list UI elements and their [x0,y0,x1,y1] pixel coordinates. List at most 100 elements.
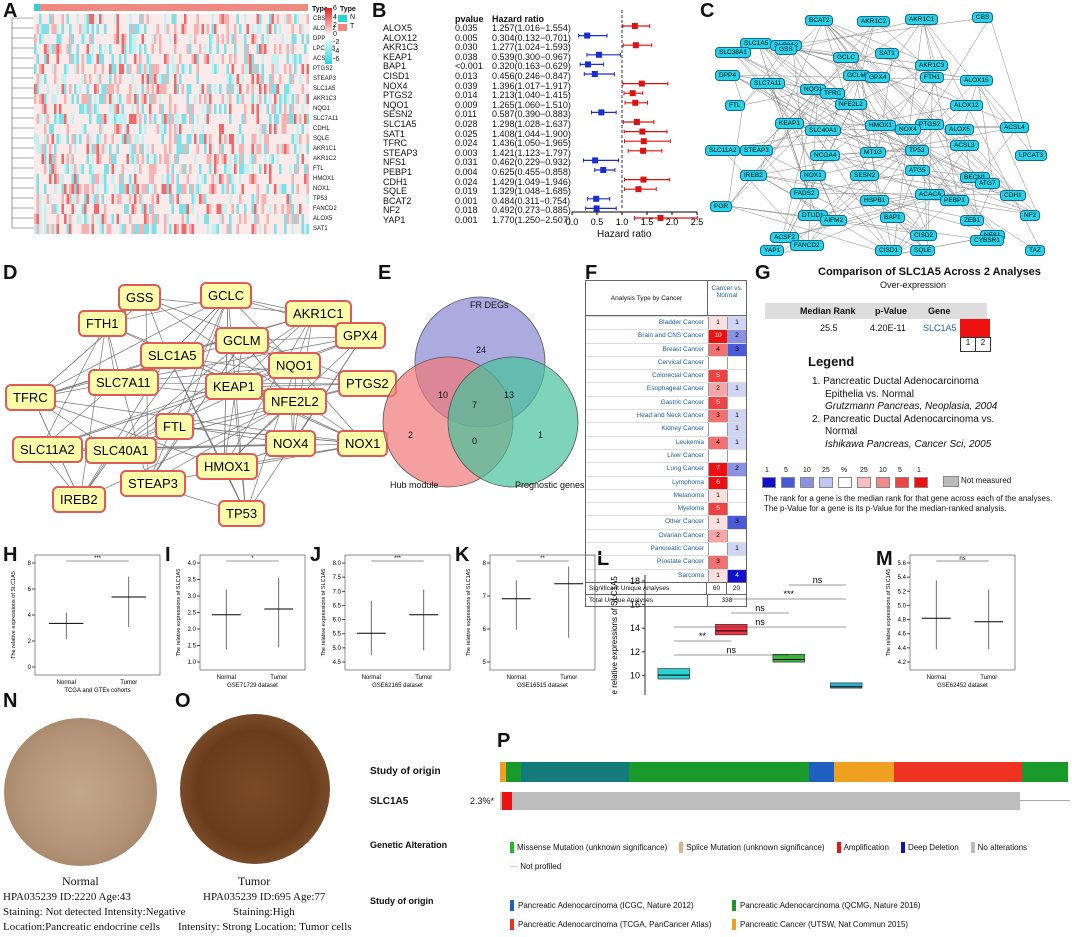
oncomine-cancer[interactable]: Prostate Cancer [657,558,704,566]
ppi-node: FANCD2 [790,240,824,251]
oncomine-cancer[interactable]: Colorectal Cancer [651,372,704,380]
ihc-tumor-title: Tumor [238,874,271,888]
heatmap-gene-label: SAT1 [313,226,328,232]
oncomine-cancer[interactable]: Myeloma [677,505,704,513]
forest-pvalue: 0.038 [455,51,478,62]
oncomine-cancer[interactable]: Pancreatic Cancer [650,545,704,553]
panel-label-k: K [455,544,470,566]
oncomine-up: 5 [708,396,727,410]
ppi-node: ACSL3 [950,140,979,151]
oncomine-row: Cervical Cancer [586,355,746,370]
oncomine-cancer[interactable]: Sarcoma [677,571,704,579]
study-tcga-swatch [510,919,514,930]
l-box [657,668,690,680]
ihc-normal-line2: Staining: Not detected Intensity:Negativ… [3,906,186,918]
oncomine-cancer[interactable]: Head and Neck Cancer [636,412,704,420]
oncomine-cancer[interactable]: Brain and CNS Cancer [637,332,704,340]
comparison-subtitle: Over-expression [880,280,947,290]
forest-pvalue: <0.001 [455,61,483,72]
box-sig: *** [94,556,102,562]
ppi-node: ACSL4 [1000,122,1029,133]
ppi-node: HMOX1 [865,120,897,131]
hub-node: HMOX1 [196,453,259,480]
oncomine-cancer[interactable]: Bladder Cancer [658,319,704,326]
oncomine-up: 4 [708,436,727,449]
heatmap-gene-label: AKR1C1 [313,146,337,152]
forest-hr: 1.213(1.040−1.415) [492,90,571,101]
scale-label: 1 [917,467,921,474]
oncomine-cancer[interactable]: Melanoma [673,491,704,499]
forest-hr: 1.277(1.024−1.593) [492,42,571,53]
scale-swatch [857,477,871,488]
oncomine-down: 1 [727,410,746,423]
oncomine-cancer[interactable]: Esophageal Cancer [646,385,704,393]
legend-splice-swatch [679,842,684,853]
forest-gene: PTGS2 [383,90,413,101]
forest-hr: 1.298(1.028−1.637) [492,118,571,129]
oncomine-cancer[interactable]: Cervical Cancer [657,358,704,366]
ppi-node: ATG7 [975,178,1000,189]
l-sig: ns [726,645,736,655]
oncomine-cancer[interactable]: Kidney Cancer [661,425,704,433]
ppi-node: CYBSR1 [970,235,1005,246]
forest-pvalue: 0.030 [455,42,478,53]
ppi-node: DPP4 [715,70,740,81]
l-ylabel: The relative expressions of SLC1A5 [610,576,619,695]
venn-label-prognostic: Prognostic genes [515,480,585,490]
oncomine-down: 1 [727,543,746,556]
oncomine-up: 5 [708,370,727,383]
forest-pvalue: 0.024 [455,176,478,187]
oncoprint-not-profiled: — Not profiled [510,862,562,871]
heatmap-gene-label: TP53 [313,196,328,202]
box-ytick: 4.4 [898,646,907,652]
l-sig: ns [755,617,765,627]
ihc-normal-title: Normal [62,874,99,888]
oncomine-cancer[interactable]: Ovarian Cancer [658,531,704,539]
l-box [772,653,805,663]
oncomine-sig-up: 60 [706,582,726,594]
oncomine-down: 3 [727,516,746,529]
venn-n-fr-hub: 10 [438,390,449,400]
track-utsw-b [834,762,894,782]
oncomine-sig-label: Significant Unique Analyses [589,584,670,592]
forest-xtick: 2.5 [691,217,704,227]
forest-hr: 1.429(1.049−1.946) [492,176,571,187]
oncomine-cancer[interactable]: Lymphoma [672,478,704,486]
box-ytick: 4.8 [898,618,907,624]
forest-gene: SLC1A5 [383,118,417,129]
comparison-gene-link[interactable]: SLC1A5 [923,323,957,333]
oncomine-up: 1 [708,569,727,582]
oncomine-cancer[interactable]: Breast Cancer [662,345,704,353]
study-tcga: Pancreatic Adenocarcinoma (TCGA, PanCanc… [518,920,712,929]
forest-hr: 0.539(0.300−0.967) [492,51,571,62]
forest-xtick: 0.5 [591,217,604,227]
ppi-node: NFE2L2 [835,99,867,110]
legend-missense-swatch [510,842,514,853]
oncomine-cancer[interactable]: Gastric Cancer [660,398,704,406]
forest-point [629,90,636,97]
ppi-node: ALOX5 [945,124,974,135]
oncomine-cancer[interactable]: Lung Cancer [666,465,704,473]
oncomine-cancer[interactable]: Leukemia [675,438,704,446]
oncomine-cancer[interactable]: Other Cancer [664,518,704,526]
oncomine-row: Gastric Cancer 5 [586,395,746,410]
heatmap-scale-tick: -6 [333,56,340,63]
scale-swatch [819,477,833,488]
oncomine-cancer[interactable]: Liver Cancer [667,451,704,459]
panel-label-l: L [597,548,610,570]
ppi-node: SAT1 [875,48,899,59]
forest-xtick: 1.5 [641,217,654,227]
forest-gene: YAP1 [383,214,406,225]
forest-point [592,157,599,164]
oncomine-down: 1 [727,423,746,436]
